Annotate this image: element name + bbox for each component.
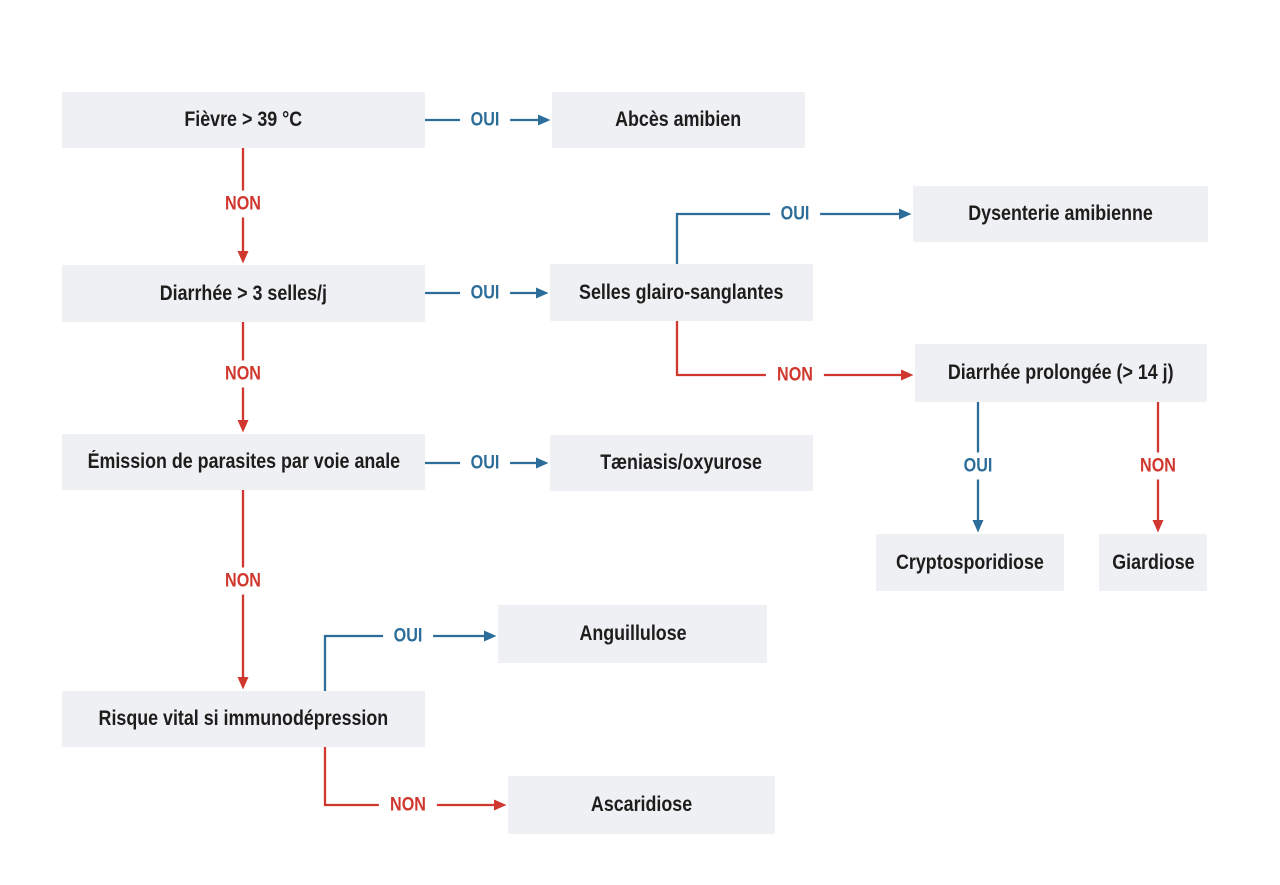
- node-anguillulose: Anguillulose: [498, 605, 767, 663]
- node-label: Cryptosporidiose: [896, 550, 1044, 574]
- edge-label-risque-ascaridiose: NON: [378, 791, 438, 819]
- node-emission: Émission de parasites par voie anale: [62, 434, 425, 490]
- edge-selles-prolongee: [675, 321, 914, 381]
- node-label: Anguillulose: [578, 622, 687, 645]
- edge-label-prolongee-giardiose: NON: [1128, 452, 1188, 480]
- node-ascaridiose: Ascaridiose: [508, 776, 775, 834]
- node-label: Risque vital si immunodépression: [98, 707, 389, 730]
- node-label: Dysenterie amibienne: [968, 202, 1153, 225]
- node-fievre: Fièvre > 39 °C: [62, 92, 425, 148]
- edge-label-text: NON: [225, 193, 261, 215]
- node-prolongee: Diarrhée prolongée (> 14 j): [915, 344, 1207, 402]
- edge-label-text: NON: [390, 794, 426, 816]
- node-selles: Selles glairo-sanglantes: [550, 264, 813, 321]
- node-label: Tæniasis/oxyurose: [600, 451, 763, 474]
- edge-label-emission-taeniasis: OUI: [460, 449, 510, 477]
- edge-label-text: OUI: [470, 452, 500, 474]
- edge-label-text: NON: [1140, 455, 1176, 477]
- node-abces: Abcès amibien: [552, 92, 805, 148]
- edge-label-selles-dysenterie: OUI: [770, 200, 820, 228]
- edge-label-text: NON: [777, 364, 813, 386]
- node-dysenterie: Dysenterie amibienne: [913, 186, 1208, 242]
- edge-label-risque-anguillulose: OUI: [383, 622, 433, 650]
- node-risque: Risque vital si immunodépression: [62, 691, 425, 747]
- edge-label-diarrhee-emission: NON: [213, 360, 273, 388]
- node-label: Diarrhée > 3 selles/j: [159, 281, 328, 305]
- edge-selles-dysenterie: [675, 208, 912, 264]
- node-label: Ascaridiose: [590, 793, 693, 816]
- node-cryptosporidiose: Cryptosporidiose: [876, 534, 1064, 591]
- node-giardiose: Giardiose: [1099, 534, 1207, 591]
- edge-label-text: NON: [225, 570, 261, 592]
- edge-label-selles-prolongee: NON: [765, 361, 825, 389]
- edge-label-text: NON: [225, 363, 261, 385]
- edge-label-fievre-abces: OUI: [460, 106, 510, 134]
- edge-label-text: OUI: [470, 282, 500, 304]
- edge-label-emission-risque: NON: [213, 567, 273, 595]
- node-label: Selles glairo-sanglantes: [579, 280, 784, 304]
- node-label: Fièvre > 39 °C: [184, 108, 303, 131]
- edge-label-text: OUI: [780, 203, 810, 225]
- node-taeniasis: Tæniasis/oxyurose: [550, 435, 813, 491]
- edge-label-text: OUI: [470, 109, 500, 131]
- edge-label-diarrhee-selles: OUI: [460, 279, 510, 307]
- node-label: Émission de parasites par voie anale: [87, 450, 400, 473]
- edge-risque-ascaridiose: [323, 747, 507, 811]
- node-label: Diarrhée prolongée (> 14 j): [948, 361, 1174, 384]
- node-label: Giardiose: [1111, 550, 1195, 574]
- node-label: Abcès amibien: [615, 108, 742, 131]
- edge-label-prolongee-cryptosporidiose: OUI: [953, 452, 1003, 480]
- node-diarrhee: Diarrhée > 3 selles/j: [62, 265, 425, 322]
- edge-label-fievre-diarrhee: NON: [213, 190, 273, 218]
- edge-label-text: OUI: [963, 455, 993, 477]
- edge-label-text: OUI: [393, 625, 423, 647]
